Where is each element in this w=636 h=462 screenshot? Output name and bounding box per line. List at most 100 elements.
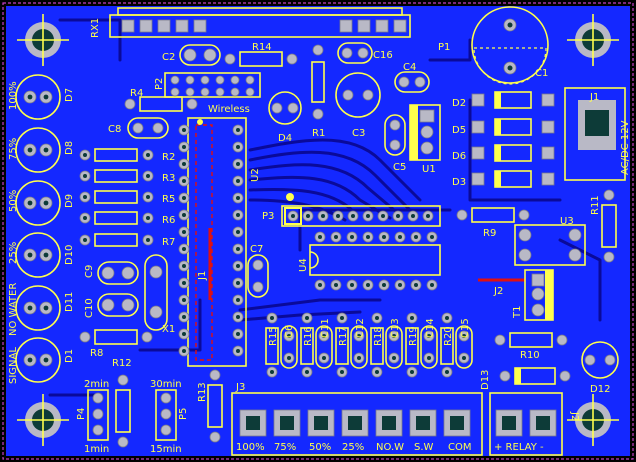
resistor-body bbox=[440, 327, 454, 365]
led-outline bbox=[15, 127, 61, 173]
label-15min: 15min bbox=[150, 444, 182, 455]
label-c12: C12 bbox=[355, 318, 366, 338]
label-c14: C14 bbox=[425, 318, 436, 338]
left-resistors bbox=[79, 148, 154, 247]
drill-hole bbox=[322, 356, 326, 360]
label-d4: D4 bbox=[278, 133, 292, 144]
drill-hole bbox=[43, 252, 49, 258]
drill-hole bbox=[398, 283, 402, 287]
c9-c10-caps bbox=[97, 261, 139, 317]
label-r10: R10 bbox=[520, 350, 540, 361]
drill-hole bbox=[236, 315, 240, 319]
drill-hole bbox=[321, 214, 325, 218]
diode-bridge bbox=[471, 91, 555, 188]
drill-hole bbox=[430, 235, 434, 239]
label-j3: J3 bbox=[235, 382, 245, 393]
drill-hole bbox=[236, 281, 240, 285]
label-j2-relay: J2 bbox=[569, 411, 580, 421]
drill-hole bbox=[396, 214, 400, 218]
label-r19: R19 bbox=[408, 326, 419, 346]
u3-chip bbox=[514, 224, 586, 266]
label-c13: C13 bbox=[390, 318, 401, 338]
label-wireless: Wireless bbox=[208, 104, 250, 115]
label-p5: P5 bbox=[178, 408, 189, 420]
drill-hole bbox=[445, 370, 449, 374]
pad bbox=[393, 19, 407, 33]
label-r11: R11 bbox=[590, 195, 601, 215]
drill-hole bbox=[382, 235, 386, 239]
drill-hole bbox=[392, 334, 396, 338]
drill-hole bbox=[182, 264, 186, 268]
drill-hole bbox=[340, 316, 344, 320]
resistor-body bbox=[94, 211, 138, 225]
cap-body bbox=[315, 325, 333, 369]
drill-hole bbox=[287, 356, 291, 360]
label-j1-side: J1 bbox=[197, 271, 208, 281]
drill-hole bbox=[366, 283, 370, 287]
pad bbox=[471, 120, 485, 134]
label-led-75: 75% bbox=[8, 138, 19, 160]
pad bbox=[157, 19, 171, 33]
drill-hole bbox=[182, 332, 186, 336]
label-r15: R15 bbox=[268, 326, 279, 346]
drill-hole bbox=[270, 370, 274, 374]
resistor-body bbox=[405, 327, 419, 365]
drill-hole bbox=[182, 349, 186, 353]
drill-hole bbox=[340, 370, 344, 374]
label-d11: D11 bbox=[64, 292, 75, 312]
misc-components bbox=[79, 42, 619, 448]
pad bbox=[541, 146, 555, 160]
drill-hole bbox=[318, 283, 322, 287]
drill-hole bbox=[43, 147, 49, 153]
label-j3-75: 75% bbox=[274, 442, 296, 453]
drill-hole bbox=[334, 235, 338, 239]
resistor-body bbox=[265, 327, 279, 365]
label-d10: D10 bbox=[64, 245, 75, 265]
drill-hole bbox=[392, 356, 396, 360]
drill-hole bbox=[462, 334, 466, 338]
drill-hole bbox=[27, 94, 33, 100]
terminal-hole bbox=[280, 416, 294, 430]
drill-hole bbox=[236, 196, 240, 200]
label-c10: C10 bbox=[84, 298, 95, 318]
resistor-body bbox=[94, 190, 138, 204]
label-u1: U1 bbox=[422, 164, 436, 175]
led-outline bbox=[15, 232, 61, 278]
resistor-body bbox=[94, 148, 138, 162]
pad bbox=[471, 172, 485, 186]
label-r6: R6 bbox=[162, 215, 175, 226]
label-r16: R16 bbox=[303, 326, 314, 346]
drill-hole bbox=[236, 179, 240, 183]
pad bbox=[541, 93, 555, 107]
label-c3: C3 bbox=[352, 128, 365, 139]
label-d13: D13 bbox=[480, 370, 491, 390]
label-ac-dc: AC/DC 12V bbox=[620, 120, 631, 175]
drill-hole bbox=[43, 200, 49, 206]
u4-dip bbox=[309, 231, 441, 291]
pad bbox=[357, 19, 371, 33]
drill-hole bbox=[43, 305, 49, 311]
label-c9: C9 bbox=[84, 265, 95, 278]
drill-hole bbox=[414, 283, 418, 287]
drill-hole bbox=[322, 334, 326, 338]
pad bbox=[139, 19, 153, 33]
pad bbox=[339, 19, 353, 33]
led-column bbox=[15, 74, 61, 383]
drill-hole bbox=[305, 370, 309, 374]
drill-hole bbox=[182, 247, 186, 251]
drill-hole bbox=[236, 247, 240, 251]
drill-hole bbox=[146, 153, 150, 157]
label-r12: R12 bbox=[112, 358, 132, 369]
label-signal: SIGNAL bbox=[8, 347, 19, 384]
led-outline bbox=[15, 74, 61, 120]
led-outline bbox=[15, 285, 61, 331]
drill-hole bbox=[27, 147, 33, 153]
label-r9: R9 bbox=[483, 228, 496, 239]
label-p4: P4 bbox=[76, 408, 87, 420]
drill-hole bbox=[287, 334, 291, 338]
drill-hole bbox=[351, 214, 355, 218]
drill-hole bbox=[357, 334, 361, 338]
drill-hole bbox=[410, 370, 414, 374]
diode-band bbox=[495, 145, 501, 161]
drill-hole bbox=[146, 174, 150, 178]
